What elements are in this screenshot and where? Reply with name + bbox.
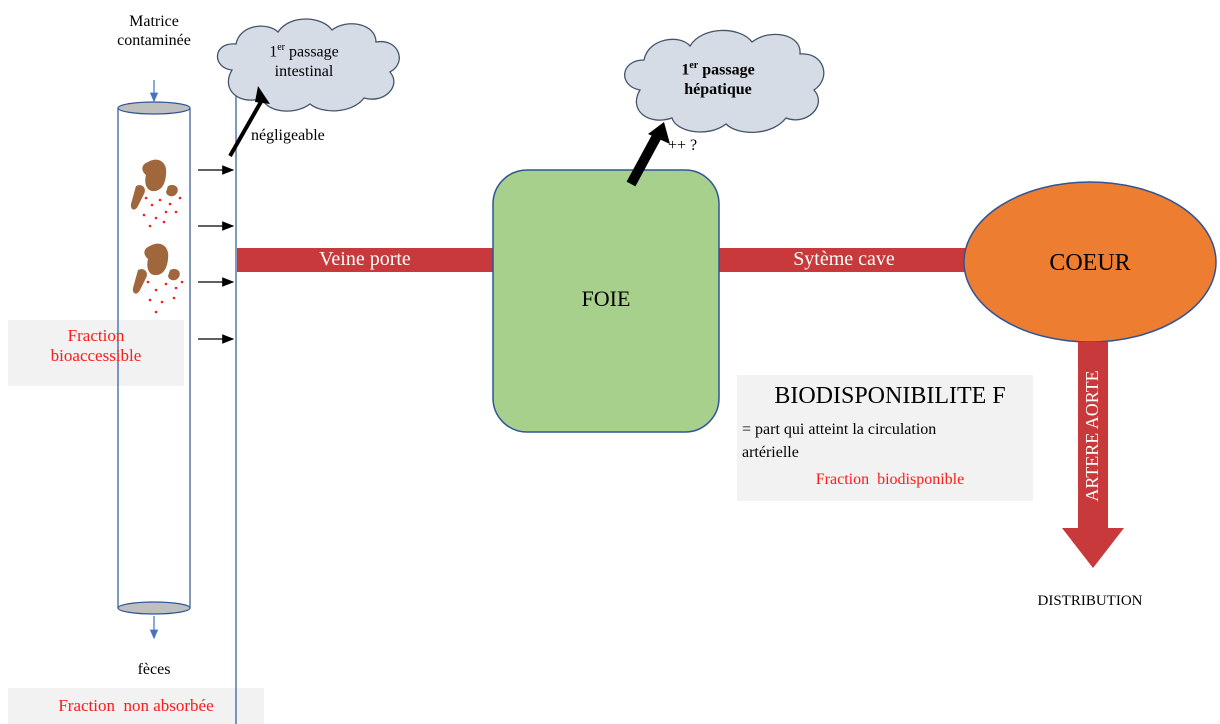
fraction-non-absorbee-box (8, 688, 264, 724)
liver-shape (492, 169, 720, 433)
caval-system-label: Sytème cave (793, 248, 895, 270)
portal-vein-label: Veine porte (319, 248, 411, 270)
liver-label: FOIE (581, 286, 631, 311)
hepatic-note: ++ ? (668, 137, 698, 154)
matrix-label: Matrice contaminée (117, 13, 191, 50)
hepatic-cloud-label: 1er passage hépatique (681, 60, 755, 98)
bioavailability-title: BIODISPONIBILITE F (774, 383, 1006, 409)
intestinal-pass-arrow (228, 99, 264, 157)
food-particles-top (130, 159, 178, 210)
bioavailability-fraction: Fraction biodisponible (815, 471, 965, 488)
fraction-non-absorbee-label: Fraction non absorbée (58, 696, 214, 715)
portal-vein-band (237, 248, 493, 272)
intestinal-note: négligeable (251, 127, 325, 144)
bioavailability-definition-2: artérielle (742, 444, 799, 461)
bioavailability-definition-1: = part qui atteint la circulation (742, 421, 937, 438)
caval-system-band (718, 248, 970, 272)
food-particles-bottom (132, 243, 180, 294)
aorta-arrow (1062, 342, 1124, 568)
hepatic-pass-arrow (626, 133, 662, 187)
intestinal-cloud-label: 1er passage intestinal (269, 42, 339, 80)
distribution-label: DISTRIBUTION (1037, 593, 1143, 609)
intestinal-pass-arrowhead (255, 86, 270, 104)
hepatic-pass-arrowhead (648, 122, 670, 144)
fraction-bioaccessible-label: Fraction bioaccessible (50, 326, 142, 366)
aorta-label: ARTERE AORTE (1082, 370, 1103, 502)
released-dots (142, 196, 184, 314)
intestinal-cloud (216, 18, 400, 112)
absorption-arrows (198, 165, 235, 344)
heart-label: COEUR (1049, 250, 1131, 276)
feces-label: fèces (137, 661, 171, 678)
bioavailability-box (737, 375, 1033, 501)
hepatic-cloud (624, 29, 825, 134)
fraction-bioaccessible-box (8, 320, 184, 386)
